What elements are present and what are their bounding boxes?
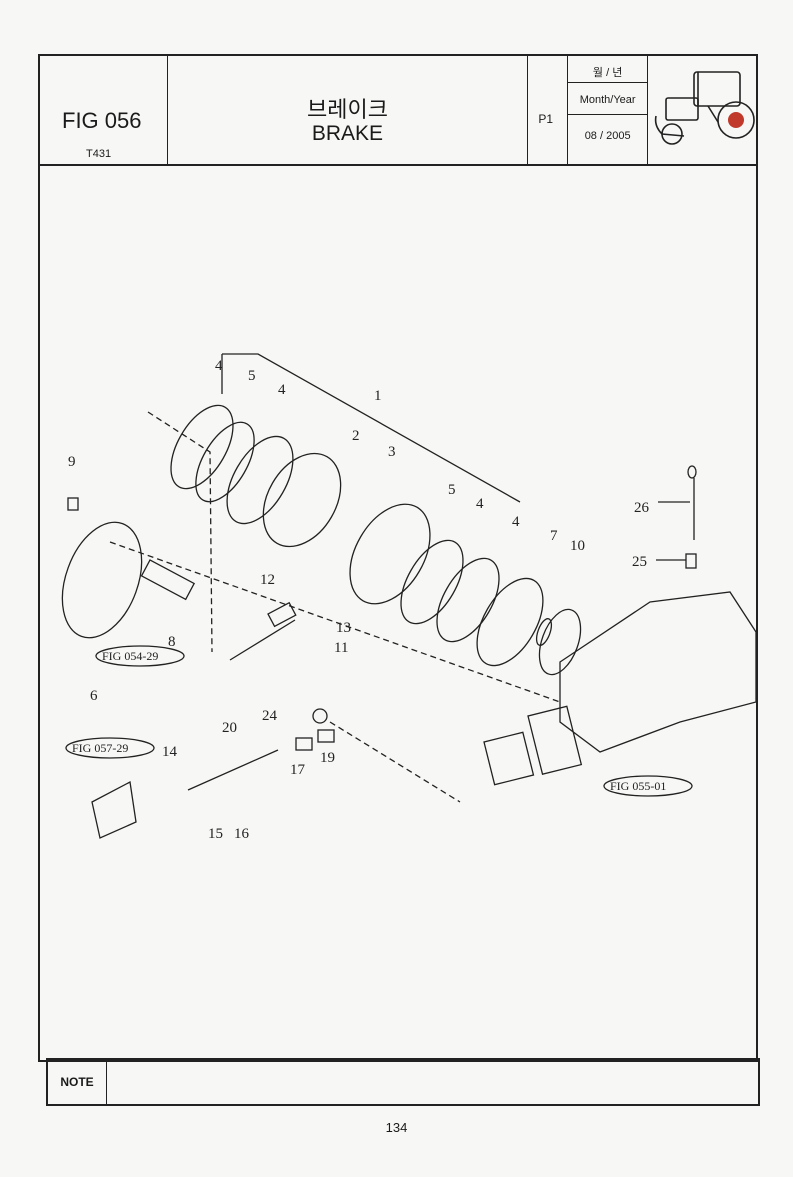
title-korean: 브레이크 bbox=[307, 97, 388, 122]
callout-number: 19 bbox=[320, 750, 335, 766]
header-block: FIG 056 T431 브레이크 BRAKE P1 월 / 년 Month/Y… bbox=[38, 54, 758, 166]
figure-number: FIG 056 bbox=[62, 108, 142, 133]
leader-line bbox=[222, 353, 521, 503]
brake-exploded-diagram: 4 5 4 1 2 3 5 4 4 7 10 9 8 6 12 13 11 24… bbox=[61, 353, 757, 842]
date-value: 08 / 2005 bbox=[584, 130, 631, 142]
pedal-arm-shape bbox=[91, 780, 137, 839]
callout-number: 15 bbox=[208, 826, 223, 842]
reference-oval bbox=[95, 645, 185, 667]
callout-number: 6 bbox=[90, 688, 98, 704]
callout-number: 24 bbox=[262, 708, 278, 724]
callout-number: 26 bbox=[634, 500, 650, 516]
diagram-area: 4 5 4 1 2 3 5 4 4 7 10 9 8 6 12 13 11 24… bbox=[38, 162, 758, 1062]
callout-number: 9 bbox=[68, 454, 76, 470]
page-code-cell: P1 bbox=[528, 56, 569, 164]
note-box: NOTE bbox=[46, 1058, 760, 1106]
tractor-icon bbox=[654, 71, 755, 145]
plate-shape bbox=[195, 421, 255, 503]
callout-number: 17 bbox=[290, 762, 306, 778]
pressure-plate-shape bbox=[349, 503, 431, 605]
friction-disc-shape bbox=[226, 435, 294, 525]
page-number: 134 bbox=[385, 1120, 408, 1135]
nut-shape bbox=[295, 737, 313, 751]
callout-number: 3 bbox=[388, 444, 396, 460]
circlip-shape bbox=[538, 608, 582, 676]
callout-number: 13 bbox=[336, 620, 351, 636]
note-content bbox=[107, 1060, 758, 1104]
bolt-shape bbox=[67, 497, 79, 511]
figure-cell: FIG 056 T431 bbox=[40, 56, 168, 164]
flange-shape bbox=[527, 705, 583, 776]
transmission-housing-shape bbox=[559, 591, 757, 753]
callout-number: 12 bbox=[260, 572, 275, 588]
note-label: NOTE bbox=[48, 1060, 107, 1104]
callout-number: 11 bbox=[334, 640, 348, 656]
callout-number: 5 bbox=[448, 482, 456, 498]
date-label-korean: 월 / 년 bbox=[592, 67, 623, 79]
callout-number: 20 bbox=[222, 720, 237, 736]
callout-number: 7 bbox=[550, 528, 558, 544]
date-cell: 월 / 년 Month/Year 08 / 2005 bbox=[568, 56, 648, 164]
reference-oval bbox=[603, 775, 693, 797]
callout-number: 4 bbox=[512, 514, 520, 530]
callout-number: 4 bbox=[278, 382, 286, 398]
callout-number: 1 bbox=[374, 388, 382, 404]
callout-number: 4 bbox=[476, 496, 484, 512]
callout-number: 8 bbox=[168, 634, 176, 650]
callout-number: 25 bbox=[632, 554, 647, 570]
reference-label: FIG 054-29 bbox=[102, 649, 158, 663]
callout-number: 2 bbox=[352, 428, 360, 444]
page-code: P1 bbox=[538, 112, 554, 126]
tractor-thumbnail bbox=[648, 56, 756, 164]
reference-label: FIG 057-29 bbox=[72, 741, 128, 755]
gasket-shape bbox=[483, 731, 535, 786]
reference-oval bbox=[65, 737, 155, 759]
callout-number: 5 bbox=[248, 368, 256, 384]
brake-housing-shape bbox=[262, 452, 342, 548]
model-code: T431 bbox=[86, 148, 112, 160]
friction-disc-shape bbox=[170, 404, 234, 490]
nut-shape bbox=[312, 708, 328, 724]
brake-cover-shape bbox=[61, 521, 143, 639]
reference-label: FIG 055-01 bbox=[610, 779, 666, 793]
date-label-english: Month/Year bbox=[579, 94, 636, 106]
callout-number: 10 bbox=[570, 538, 585, 554]
title-cell: 브레이크 BRAKE bbox=[168, 56, 529, 164]
title-english: BRAKE bbox=[311, 122, 384, 145]
shaft-shape bbox=[140, 559, 196, 601]
callout-number: 16 bbox=[234, 826, 250, 842]
callout-number: 14 bbox=[162, 744, 178, 760]
callout-number: 4 bbox=[215, 358, 223, 374]
